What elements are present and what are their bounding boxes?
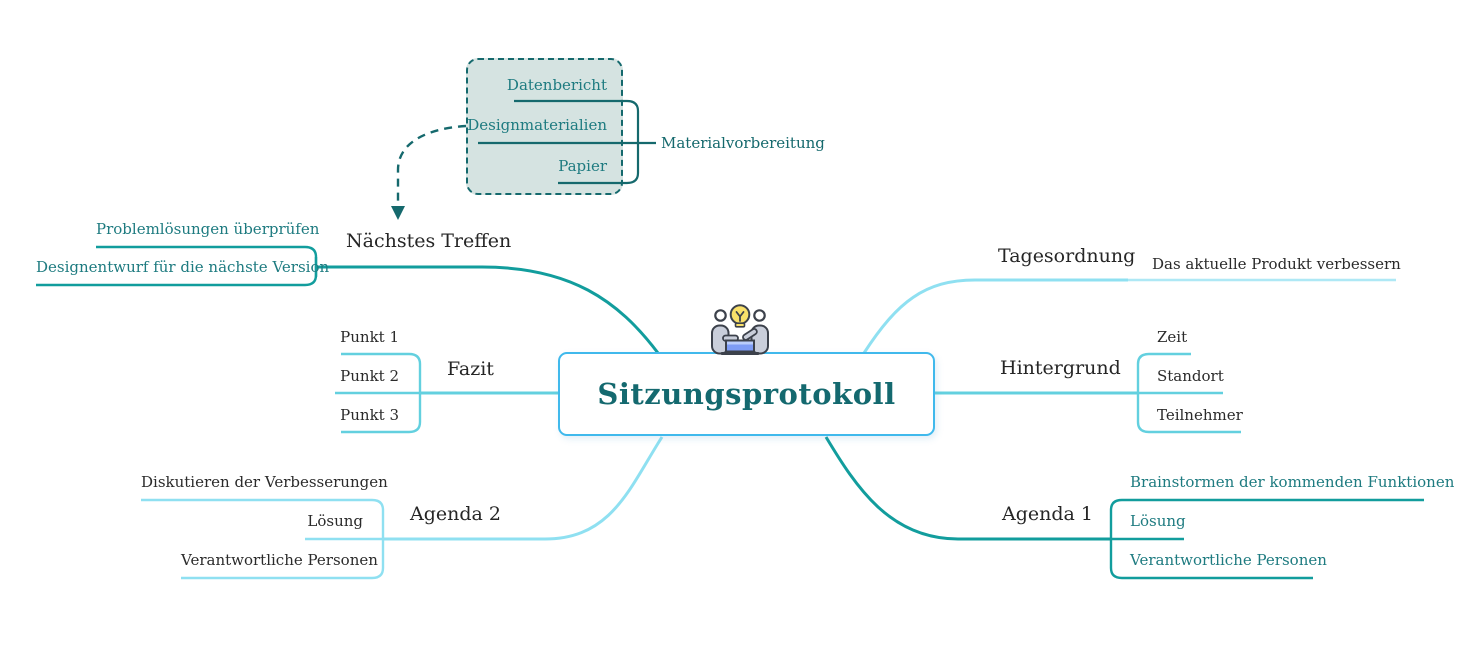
subtopic-verantwortliche-personen-rechts[interactable]: Verantwortliche Personen (1130, 551, 1327, 569)
floating-topic-box[interactable] (466, 58, 623, 195)
subtopic-teilnehmer[interactable]: Teilnehmer (1157, 406, 1243, 424)
floating-topic-label[interactable]: Materialvorbereitung (661, 134, 825, 152)
main-topic-hintergrund[interactable]: Hintergrund (1000, 357, 1121, 379)
subtopic-problemloesungen-ueberpruefen[interactable]: Problemlösungen überprüfen (96, 220, 320, 238)
central-topic-title: Sitzungsprotokoll (597, 377, 896, 411)
main-topic-agenda-1[interactable]: Agenda 1 (1002, 503, 1093, 525)
subtopic-loesung-rechts[interactable]: Lösung (1130, 512, 1186, 530)
meeting-people-lightbulb-icon (703, 302, 777, 357)
main-topic-tagesordnung[interactable]: Tagesordnung (998, 245, 1136, 267)
floating-subtopic-papier[interactable]: Papier (558, 157, 607, 175)
subtopic-zeit[interactable]: Zeit (1157, 328, 1188, 346)
subtopic-diskutieren-der-verbesserungen[interactable]: Diskutieren der Verbesserungen (141, 473, 388, 491)
subtopic-brainstormen-der-kommenden-funktionen[interactable]: Brainstormen der kommenden Funktionen (1130, 473, 1455, 491)
branch-fazit-lines (335, 352, 559, 434)
subtopic-designentwurf[interactable]: Designentwurf für die nächste Version (36, 258, 330, 276)
branch-hintergrund-lines (935, 352, 1241, 434)
main-topic-fazit[interactable]: Fazit (447, 358, 494, 380)
subtopic-loesung-links[interactable]: Lösung (307, 512, 363, 530)
floating-topic-lines (478, 99, 656, 185)
floating-subtopic-datenbericht[interactable]: Datenbericht (506, 76, 607, 94)
arrowhead-icon (391, 206, 405, 220)
main-topic-agenda-2[interactable]: Agenda 2 (410, 503, 501, 525)
subtopic-punkt-3[interactable]: Punkt 3 (340, 406, 399, 424)
subtopic-standort[interactable]: Standort (1157, 367, 1224, 385)
branch-tagesordnung-lines (862, 278, 1396, 354)
subtopic-das-aktuelle-produkt-verbessern[interactable]: Das aktuelle Produkt verbessern (1152, 255, 1401, 273)
main-topic-naechstes-treffen[interactable]: Nächstes Treffen (346, 230, 512, 252)
subtopic-punkt-1[interactable]: Punkt 1 (340, 328, 399, 346)
subtopic-punkt-2[interactable]: Punkt 2 (340, 367, 399, 385)
subtopic-verantwortliche-personen-links[interactable]: Verantwortliche Personen (181, 551, 378, 569)
central-topic-node[interactable]: Sitzungsprotokoll (558, 352, 935, 436)
branch-naechstes-treffen-lines (36, 245, 660, 354)
floating-subtopic-designmaterialien[interactable]: Designmaterialien (467, 116, 607, 134)
branch-agenda-2-lines (141, 436, 664, 580)
dashed-arrow-connector (391, 124, 467, 220)
branch-agenda-1-lines (824, 436, 1424, 580)
